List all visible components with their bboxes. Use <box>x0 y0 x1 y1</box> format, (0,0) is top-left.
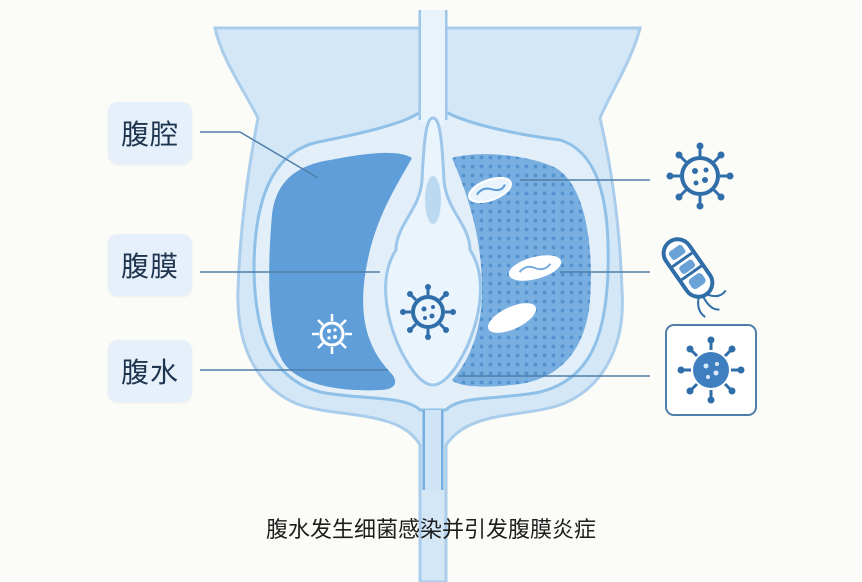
framed-virus-icon <box>677 336 745 404</box>
right-bacterium-3 <box>487 303 537 333</box>
label-ascites-text: 腹水 <box>120 356 179 389</box>
label-ascites: 腹水 <box>108 340 192 402</box>
urethra-fill <box>421 10 445 125</box>
leader-lines <box>200 131 650 377</box>
bacillus-icon <box>661 237 727 318</box>
urethra-lower-fill <box>425 410 441 490</box>
bladder-drop <box>425 176 441 224</box>
label-peritoneum: 腹膜 <box>108 234 192 296</box>
label-abdominal-cavity: 腹腔 <box>108 102 192 164</box>
bladder <box>384 116 482 387</box>
label-peritoneum-text: 腹膜 <box>120 250 179 283</box>
diagram-caption: 腹水发生细菌感染并引发腹膜炎症 <box>265 518 596 543</box>
right-bacterium-1 <box>468 176 512 204</box>
label-abdominal-cavity-text: 腹腔 <box>120 118 179 151</box>
urethra <box>418 10 448 120</box>
urethra-lower <box>422 410 444 490</box>
virus-icon <box>666 142 734 210</box>
bladder-virus <box>400 284 456 340</box>
left-virus <box>312 314 352 354</box>
right-bacterium-2 <box>508 255 562 281</box>
